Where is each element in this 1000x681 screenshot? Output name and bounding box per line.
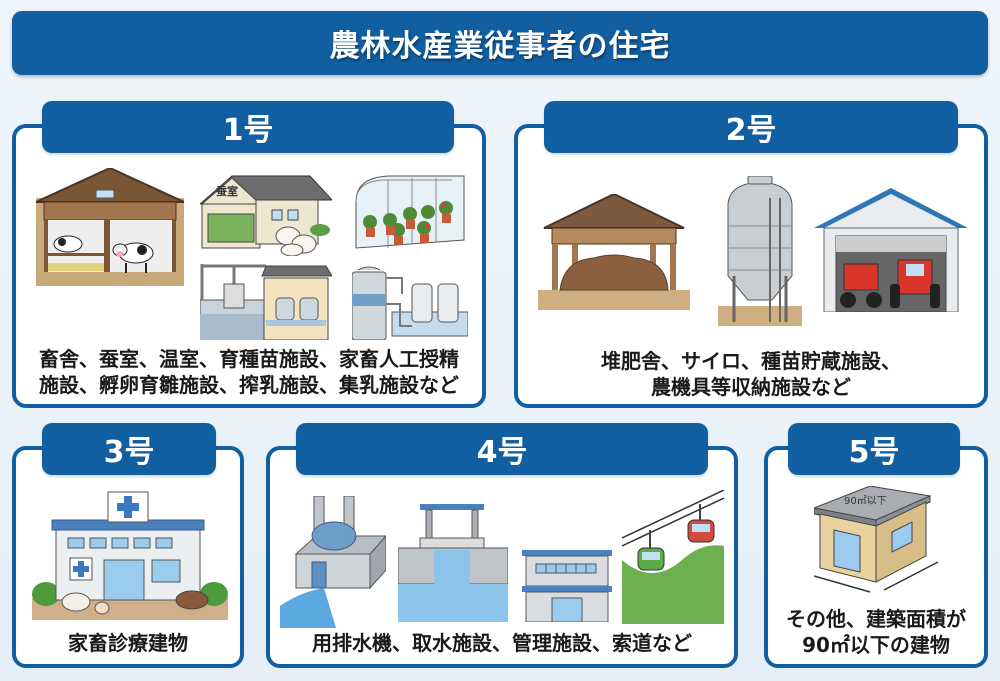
caption-line: 畜舎、蚕室、温室、育種苗施設、家畜人工授精 bbox=[39, 347, 459, 371]
management-building-illustration bbox=[522, 550, 612, 622]
tab-label: 2号 bbox=[725, 113, 777, 148]
small-building-illustration: 90㎡以下 bbox=[814, 486, 944, 596]
panel-4go: 用排水機、取水施設、管理施設、索道など bbox=[266, 446, 738, 668]
caption-line: 農機具等収納施設など bbox=[651, 375, 851, 399]
caption-line: 家畜診療建物 bbox=[68, 631, 188, 655]
silkworm-room-sign: 蚕室 bbox=[215, 184, 238, 198]
caption-line: 堆肥舎、サイロ、種苗貯蔵施設、 bbox=[601, 349, 901, 373]
seedling-facility-illustration bbox=[200, 264, 332, 340]
panel-3-caption: 家畜診療建物 bbox=[16, 630, 240, 656]
panel-2-caption: 堆肥舎、サイロ、種苗貯蔵施設、 農機具等収納施設など bbox=[518, 348, 984, 400]
panel-1go: 蚕室 bbox=[12, 124, 486, 408]
caption-line: 施設、孵卵育雛施設、搾乳施設、集乳施設など bbox=[39, 373, 459, 397]
water-pump-illustration bbox=[280, 496, 386, 628]
water-intake-gate-illustration bbox=[398, 504, 508, 622]
veterinary-clinic-illustration bbox=[32, 490, 228, 620]
panel-4-caption: 用排水機、取水施設、管理施設、索道など bbox=[270, 630, 734, 656]
milk-collection-illustration bbox=[352, 264, 468, 340]
tab-3go: 3号 bbox=[42, 423, 216, 475]
panel-1-caption: 畜舎、蚕室、温室、育種苗施設、家畜人工授精 施設、孵卵育雛施設、搾乳施設、集乳施… bbox=[16, 346, 482, 398]
tab-label: 4号 bbox=[476, 435, 528, 470]
panel-3go: 家畜診療建物 bbox=[12, 446, 244, 668]
area-limit-roof-label: 90㎡以下 bbox=[844, 495, 887, 507]
tab-2go: 2号 bbox=[544, 101, 958, 153]
main-title-banner: 農林水産業従事者の住宅 bbox=[12, 11, 988, 75]
main-title: 農林水産業従事者の住宅 bbox=[329, 29, 671, 64]
silkworm-room-illustration: 蚕室 bbox=[200, 170, 332, 256]
caption-line: その他、建築面積が bbox=[786, 607, 966, 631]
tab-label: 5号 bbox=[848, 435, 900, 470]
compost-shed-illustration bbox=[538, 194, 690, 310]
caption-line: 90㎡以下の建物 bbox=[802, 633, 950, 657]
tab-5go: 5号 bbox=[788, 423, 960, 475]
silo-illustration bbox=[718, 176, 802, 326]
cow-barn-illustration bbox=[36, 168, 184, 286]
tab-label: 1号 bbox=[222, 113, 274, 148]
panel-2go: 堆肥舎、サイロ、種苗貯蔵施設、 農機具等収納施設など bbox=[514, 124, 988, 408]
tab-label: 3号 bbox=[103, 435, 155, 470]
tab-1go: 1号 bbox=[42, 101, 454, 153]
panel-5go: 90㎡以下 その他、建築面積が 90㎡以下の建物 bbox=[764, 446, 988, 668]
tab-4go: 4号 bbox=[296, 423, 708, 475]
panel-5-caption: その他、建築面積が 90㎡以下の建物 bbox=[768, 606, 984, 658]
tractor-garage-illustration bbox=[814, 188, 968, 312]
ropeway-illustration bbox=[622, 490, 724, 624]
greenhouse-illustration bbox=[352, 172, 468, 252]
caption-line: 用排水機、取水施設、管理施設、索道など bbox=[312, 631, 692, 655]
